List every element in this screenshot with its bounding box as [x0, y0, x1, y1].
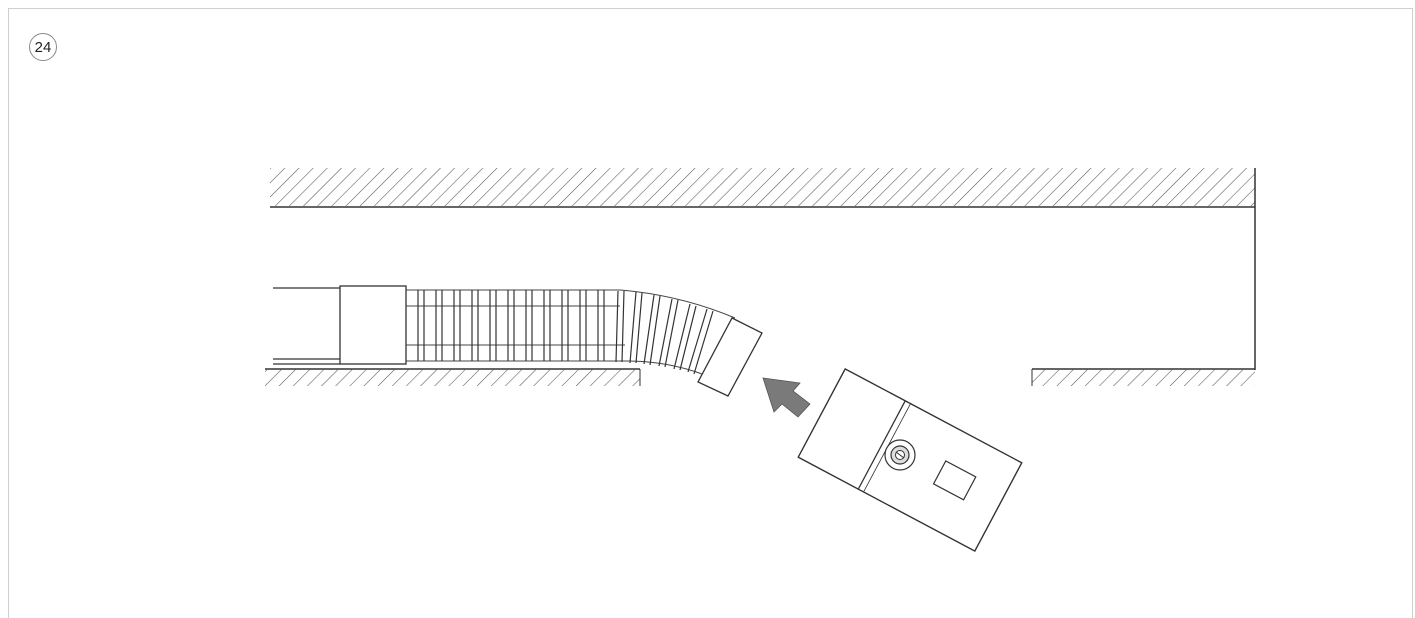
inlet-pipe	[273, 287, 340, 365]
hose-cuff	[339, 285, 407, 365]
hose-end-cuff	[697, 317, 763, 397]
lower-wall-left	[265, 368, 641, 386]
insertion-arrow	[762, 377, 811, 418]
unit-valve	[884, 439, 916, 471]
flexible-hose	[406, 289, 736, 379]
upper-wall	[270, 168, 1256, 370]
step-number-text: 24	[34, 38, 52, 56]
lower-wall-right	[1031, 368, 1255, 386]
diagram-frame	[8, 8, 1413, 618]
step-number-badge: 24	[29, 33, 57, 61]
